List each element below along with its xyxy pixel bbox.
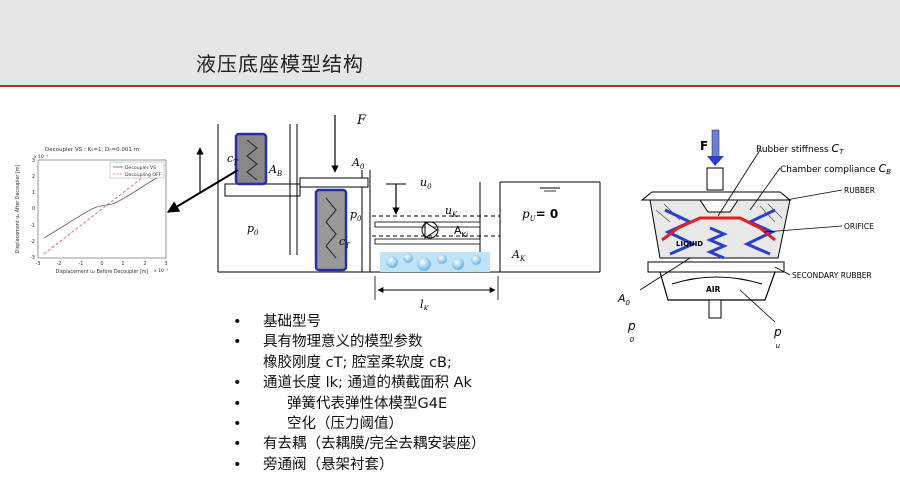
label-uK: uK	[445, 204, 458, 219]
y-tick: 3	[32, 158, 35, 164]
y-tick: -2	[30, 239, 35, 245]
plot-ylabel: Displacement u₂ After Decoupler [m]	[15, 165, 21, 254]
list-item: •具有物理意义的模型参数	[233, 332, 485, 352]
bullet-marker: •	[233, 436, 242, 453]
legend-label-2: Decoupling OFF	[125, 172, 162, 178]
list-item: •弹簧代表弹性体模型G4E	[233, 394, 485, 414]
x-tick: -2	[57, 261, 62, 267]
list-item: •空化（压力阈值）	[233, 414, 485, 434]
plot-x-ticks: -3 -2 -1 0 1 2 3	[36, 261, 168, 267]
label-AK: AK	[511, 248, 526, 263]
label-liquid: LIQUID	[676, 240, 703, 248]
label-F: F	[356, 113, 367, 128]
decoupler-plot: Decoupler VS : K₀=1; D₀=0.001 m x 10⁻³ 3…	[15, 147, 168, 275]
bullet-marker: •	[233, 314, 242, 330]
plot-x-exponent: x 10⁻³	[154, 268, 168, 274]
x-tick: 0	[100, 261, 103, 267]
label-u0: u0	[420, 176, 432, 191]
label-orifice: ORIFICE	[844, 222, 874, 231]
label-cT-top: cT	[227, 152, 239, 167]
list-item: •有去耦（去耦膜/完全去耦安装座）	[233, 434, 485, 454]
hydro-mount-schematic: F cT AB A0 p0 cT p0 u0 uK AKi pU= 0 AK l…	[166, 113, 601, 310]
pointer-arrow	[166, 169, 239, 213]
spring-block-mid	[314, 188, 348, 272]
y-tick: -3	[30, 255, 35, 261]
bullet-marker: •	[233, 416, 242, 433]
label-secondary-rubber: SECONDARY RUBBER	[792, 271, 872, 280]
spring-center	[706, 226, 728, 260]
spring-left	[664, 208, 697, 256]
spring-right	[743, 208, 776, 256]
series-decoupling-off	[43, 163, 161, 255]
plot-y-ticks: 3 2 1 0 -1 -2 -3	[30, 158, 35, 261]
label-lK: lK	[420, 298, 430, 310]
y-tick: 1	[32, 190, 35, 196]
x-tick: -3	[36, 261, 41, 267]
header-band	[0, 0, 900, 85]
label-rubber: RUBBER	[844, 186, 875, 195]
plot-legend	[109, 161, 165, 179]
y-tick: 2	[32, 174, 35, 180]
x-tick: 1	[121, 261, 124, 267]
list-item: •基础型号	[233, 312, 485, 332]
list-item: •通道长度 lk; 通道的横截面积 Ak	[233, 373, 485, 393]
label-AB: AB	[268, 163, 282, 178]
list-item: 橡胶刚度 cT; 腔室柔软度 cB;	[263, 354, 452, 371]
series-decoupler-vs	[43, 175, 161, 239]
label-p0-mid: p0	[350, 208, 362, 223]
plot-title: Decoupler VS : K₀=1; D₀=0.001 m	[45, 147, 139, 153]
y-tick: 0	[32, 206, 35, 212]
x-tick: 2	[143, 261, 146, 267]
bullet-marker: •	[233, 456, 242, 473]
plot-y-exponent: x 10⁻³	[34, 154, 48, 160]
mount-label-F: F	[700, 139, 708, 153]
label-air: AIR	[706, 285, 721, 294]
slide-title: 液压底座模型结构	[196, 52, 364, 76]
label-A0: A0	[617, 292, 631, 307]
plot-xlabel: Displacement u₂ Before Decoupler [m]	[56, 269, 149, 275]
list-item: •旁通阀（悬架衬套）	[233, 455, 485, 475]
bullet-marker: •	[233, 375, 242, 392]
red-membrane	[661, 216, 776, 242]
header-divider	[0, 85, 900, 87]
label-A0: A0	[351, 156, 365, 171]
y-tick: -1	[30, 223, 35, 229]
legend-label-1: Decoupler VS	[125, 165, 156, 171]
hydro-mount-drawing: F Rubber stiffness CT Chamber compliance…	[617, 129, 891, 350]
label-cT-mid: cT	[339, 235, 351, 250]
label-pU: pU= 0	[522, 207, 558, 223]
x-tick: -1	[79, 261, 84, 267]
label-rubber-stiffness: Rubber stiffness CT	[756, 142, 844, 156]
label-p0-left: p0	[247, 222, 259, 237]
rubber-body	[649, 199, 791, 259]
label-AKi: AKi	[454, 224, 468, 239]
x-tick: 3	[164, 261, 167, 267]
bullet-marker: •	[233, 395, 242, 412]
bullet-marker: •	[233, 334, 242, 351]
label-chamber-compliance: Chamber compliance CB	[780, 162, 891, 176]
feature-list: •基础型号 •具有物理意义的模型参数 橡胶刚度 cT; 腔室柔软度 cB; •通…	[233, 312, 485, 475]
